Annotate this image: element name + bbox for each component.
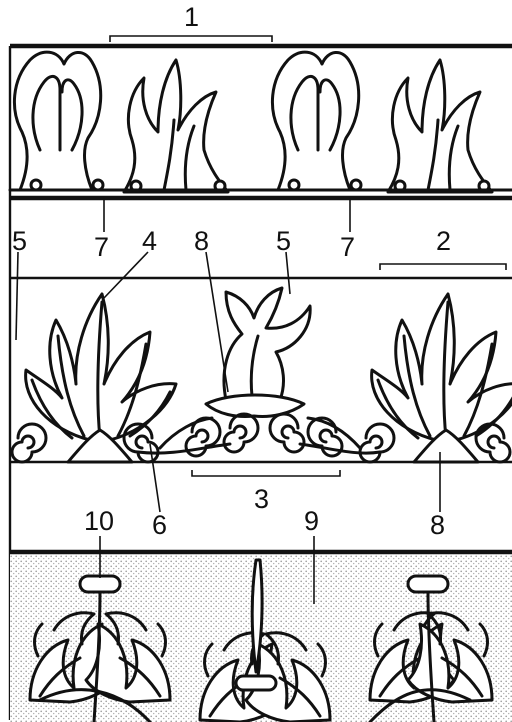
band-anthemion <box>10 278 512 462</box>
callout-7-left: 7 <box>94 232 109 262</box>
callout-8-bottom: 8 <box>430 510 445 540</box>
band-acanthus <box>10 552 512 722</box>
bracket-2 <box>380 264 506 270</box>
callout-7-right: 7 <box>340 232 355 262</box>
bracket-3 <box>192 470 340 476</box>
callout-9: 9 <box>304 506 319 536</box>
callout-10: 10 <box>84 506 114 536</box>
callout-4: 4 <box>142 226 157 256</box>
callout-5-left: 5 <box>12 226 27 256</box>
callout-8-top: 8 <box>194 226 209 256</box>
callout-3: 3 <box>254 484 269 514</box>
callout-5-center: 5 <box>276 226 291 256</box>
bracket-1 <box>110 36 272 42</box>
callout-1: 1 <box>184 2 199 32</box>
callout-6: 6 <box>152 510 167 540</box>
callout-2: 2 <box>436 226 451 256</box>
